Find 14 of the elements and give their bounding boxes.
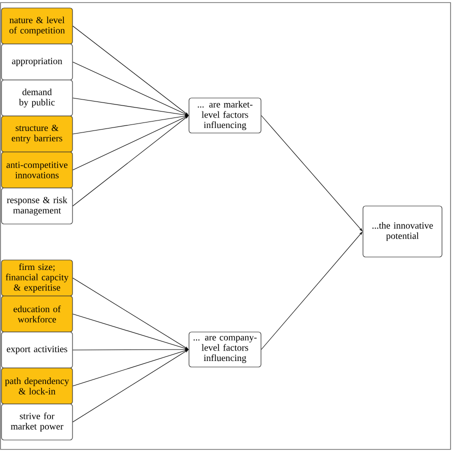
rounded-box: path dependency & lock-in [1,368,73,404]
rounded-box: ... are company-level factors influencing [188,332,262,368]
rounded-box: demand by public [1,80,73,116]
rounded-box: nature & level of competition [1,8,73,44]
rounded-box: appropriation [1,44,73,80]
rounded-box: anti-competitive innovations [1,152,73,188]
rounded-box: ... are market-level factors influencing [188,98,262,134]
rounded-box: export activities [1,332,73,368]
rounded-box: education of workforce [1,296,73,332]
rounded-box: strive for market power [1,404,73,440]
rounded-box: firm size; financial capcity & experitise [1,260,73,296]
rounded-box: response & risk management [1,188,73,224]
rounded-box: structure & entry barriers [1,116,73,152]
rounded-box: ...the innovative potential [362,206,442,258]
